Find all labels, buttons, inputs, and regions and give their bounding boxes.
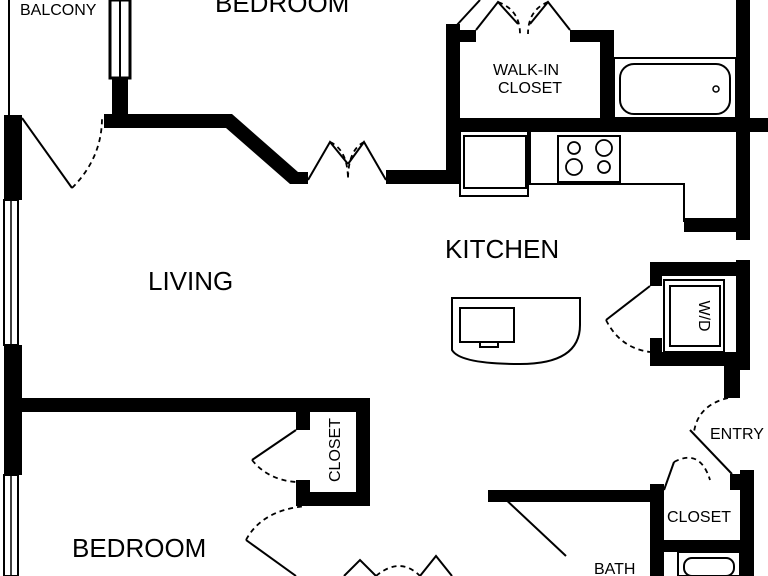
label-closet-bedroom: CLOSET bbox=[327, 418, 344, 482]
balcony-door bbox=[21, 117, 103, 189]
exterior-left-wall bbox=[3, 115, 22, 576]
label-entry: ENTRY bbox=[710, 426, 764, 443]
stove-icon bbox=[557, 135, 621, 183]
bedroom-top-wall bbox=[104, 114, 458, 184]
kitchen-island bbox=[451, 296, 581, 366]
washer-dryer-closet bbox=[605, 262, 740, 366]
label-kitchen: KITCHEN bbox=[445, 234, 559, 264]
walk-in-closet bbox=[446, 0, 768, 184]
label-bedroom-bottom: BEDROOM bbox=[72, 533, 206, 563]
label-bedroom-top: BEDROOM bbox=[215, 0, 349, 18]
label-balcony: BALCONY bbox=[20, 2, 97, 19]
label-walk-in-line2: CLOSET bbox=[498, 80, 562, 97]
entry-closet-walls bbox=[488, 456, 754, 576]
label-bath: BATH bbox=[594, 561, 635, 576]
entry-door bbox=[689, 397, 733, 475]
balcony-rail bbox=[8, 0, 132, 118]
bathtub-icon bbox=[613, 57, 737, 119]
bedroom-closet-door bbox=[251, 429, 297, 483]
label-closet-entry: CLOSET bbox=[667, 509, 731, 526]
bedroom-bottom-door bbox=[245, 505, 453, 576]
bedroom-bottom-walls bbox=[4, 398, 370, 506]
label-washer-dryer: W/D bbox=[695, 300, 712, 331]
toilet-icon bbox=[677, 551, 741, 576]
label-walk-in-line1: WALK-IN bbox=[493, 62, 559, 79]
kitchen-counter bbox=[459, 132, 740, 232]
label-living: LIVING bbox=[148, 266, 233, 296]
